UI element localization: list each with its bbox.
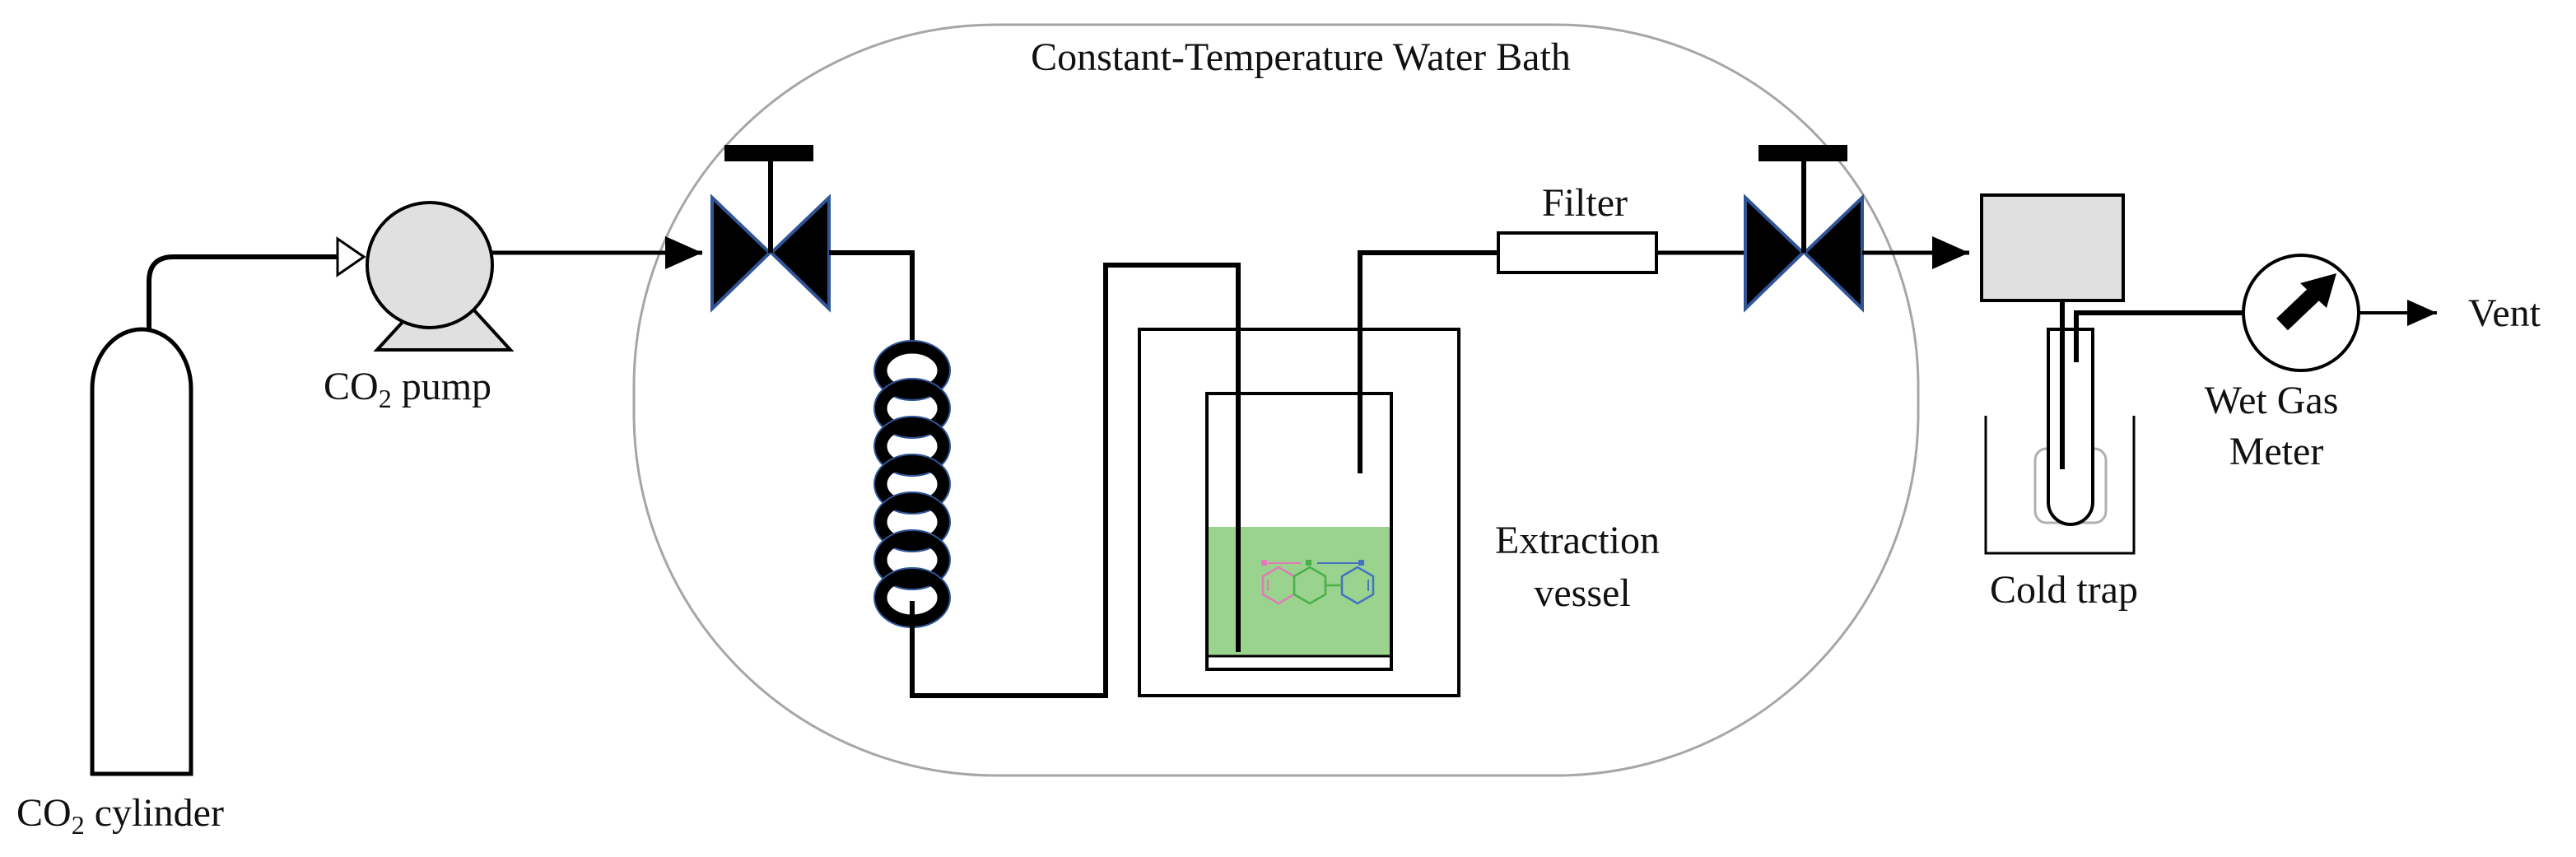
water-bath-enclosure	[632, 23, 1920, 777]
trap-to-meter-pipe	[2074, 310, 2243, 362]
vessel-outlet-pipe	[1358, 250, 1498, 473]
coil-loop	[874, 530, 950, 589]
inlet-valve	[710, 145, 831, 313]
pump-inlet-arrow	[336, 236, 366, 277]
co2-pump-label: CO2 pump	[324, 365, 491, 413]
extraction-vessel-label: Extraction vessel	[1495, 519, 1670, 615]
coil-loop-edge	[873, 416, 951, 477]
molecule-structure	[1261, 560, 1375, 605]
filter-label: Filter	[1542, 181, 1628, 225]
coil-loop	[874, 417, 950, 476]
vent-label: Vent	[2468, 291, 2541, 335]
extraction-vessel	[1205, 392, 1393, 671]
preheating-coil	[873, 340, 951, 628]
cold-trap-bath	[1984, 416, 2136, 555]
coil-loop-edge	[873, 529, 951, 590]
co2-cylinder-label: CO2 cylinder	[16, 791, 224, 840]
coil-loop	[874, 379, 950, 438]
pump-body	[366, 201, 494, 329]
outlet-valve	[1744, 145, 1864, 313]
separator	[1980, 193, 2125, 302]
filter	[1497, 231, 1658, 274]
coil-loop	[874, 454, 950, 514]
coil-loop-edge	[873, 454, 951, 515]
water-bath-label: Constant-Temperature Water Bath	[1031, 35, 1571, 79]
coil-loop-edge	[873, 491, 951, 552]
cold-trap-label: Cold trap	[1990, 568, 2138, 612]
cylinder-outlet-pipe	[147, 254, 338, 329]
co2-pump	[366, 201, 515, 352]
cold-trap-tube	[2047, 328, 2094, 526]
coil-loop	[874, 492, 950, 552]
vessel-liquid	[1207, 527, 1391, 656]
wet-gas-meter-label: Wet Gas Meter	[2205, 379, 2349, 473]
co2-cylinder	[90, 327, 193, 776]
coil-loop	[874, 341, 950, 400]
coil-loop-edge	[873, 378, 951, 439]
valve-to-coil-pipe	[829, 250, 915, 346]
coil-loop-edge	[873, 340, 951, 401]
wet-gas-meter	[2242, 254, 2360, 372]
